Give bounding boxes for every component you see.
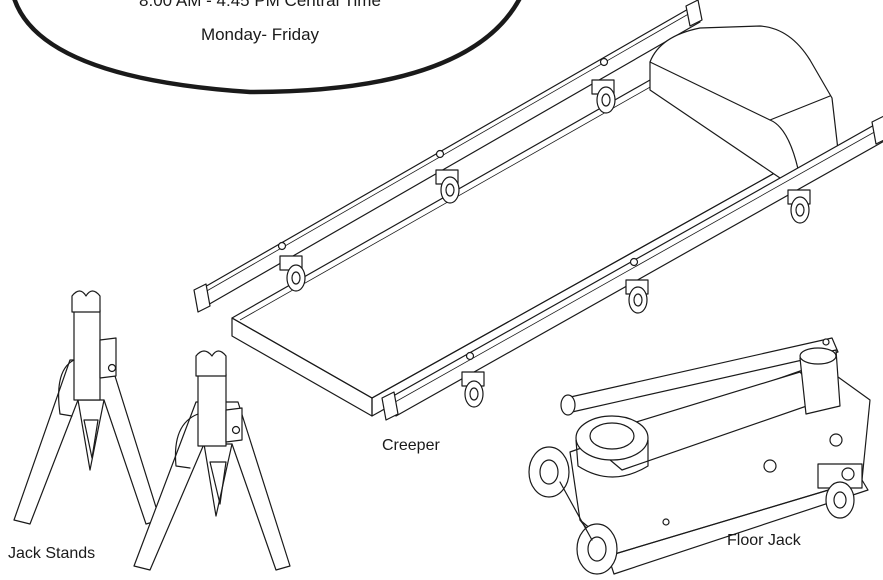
creeper-label: Creeper bbox=[382, 437, 440, 454]
creeper-caster bbox=[625, 279, 649, 314]
contact-hours-text: 8:00 AM - 4:45 PM Central Time bbox=[139, 0, 381, 10]
floor-jack-label: Floor Jack bbox=[727, 532, 801, 549]
floor-jack-illustration bbox=[528, 337, 871, 575]
creeper-caster bbox=[279, 255, 306, 292]
jack-stands-label: Jack Stands bbox=[8, 545, 96, 562]
contact-days-text: Monday- Friday bbox=[200, 25, 320, 44]
creeper-caster bbox=[787, 189, 811, 224]
jack-stand-right bbox=[133, 350, 291, 571]
creeper-illustration bbox=[193, 0, 883, 421]
creeper-caster bbox=[591, 79, 616, 114]
creeper-caster bbox=[461, 371, 485, 408]
contact-hours-bubble bbox=[12, 0, 522, 95]
creeper-caster bbox=[435, 169, 460, 204]
jack-stand-left bbox=[13, 290, 161, 525]
